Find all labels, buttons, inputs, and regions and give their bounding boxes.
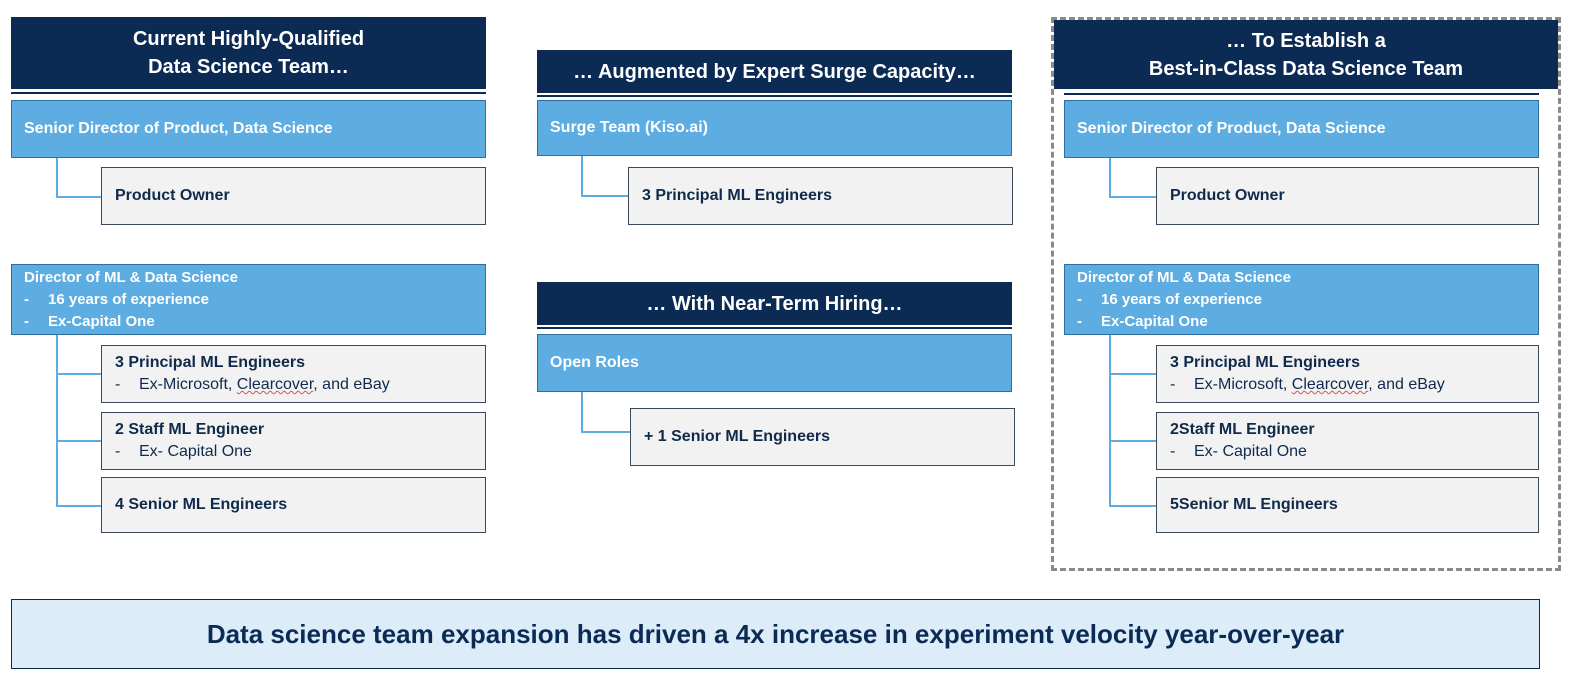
right-senior-title: 5Senior ML Engineers <box>1170 496 1338 513</box>
right-director-bullet-1: 16 years of experience <box>1101 290 1262 308</box>
left-header-line2: Data Science Team… <box>148 56 349 78</box>
bullet-marker: - <box>115 443 121 460</box>
summary-banner-text: Data science team expansion has driven a… <box>206 618 1345 649</box>
right-principal-sub-post: , and eBay <box>1368 376 1445 393</box>
left-header-line1: Current Highly-Qualified <box>132 28 365 50</box>
right-principal-sub-pre: Ex-Microsoft, <box>1194 376 1292 393</box>
right-connector-v1 <box>1109 158 1111 198</box>
right-connector-h1 <box>1109 196 1157 198</box>
open-roles-label: Open Roles <box>550 354 639 371</box>
right-product-owner-label: Product Owner <box>1170 187 1285 204</box>
bullet-marker: - <box>24 290 29 308</box>
surge-child-box: 3 Principal ML Engineers <box>628 167 1013 225</box>
middle-bottom-rule <box>537 327 1012 329</box>
surge-team-box: Surge Team (Kiso.ai) <box>537 100 1012 156</box>
open-child-label: + 1 Senior ML Engineers <box>644 428 830 445</box>
left-senior-box: 4 Senior ML Engineers <box>101 477 486 533</box>
right-senior-box: 5Senior ML Engineers <box>1156 477 1539 533</box>
target-team-dashed-frame <box>1051 17 1561 571</box>
left-principal-sub-post: , and eBay <box>313 376 390 393</box>
right-director-bullet-2: Ex-Capital One <box>1101 312 1208 330</box>
middle-top-header-label: … Augmented by Expert Surge Capacity… <box>573 60 976 83</box>
left-connector-v2 <box>56 335 58 507</box>
right-principal-title: 3 Principal ML Engineers <box>1170 354 1360 371</box>
left-principal-sub-mark: Clearcover <box>236 376 314 393</box>
right-principal-sub-mark: Clearcover <box>1291 376 1369 393</box>
left-connector-v1 <box>56 158 58 198</box>
open-roles-box: Open Roles <box>537 334 1012 392</box>
left-connector-h1 <box>56 196 102 198</box>
right-staff-sub: Ex- Capital One <box>1194 443 1307 460</box>
left-staff-box: 2 Staff ML Engineer - Ex- Capital One <box>101 412 486 470</box>
right-header-line2: Best-in-Class Data Science Team <box>1148 57 1464 80</box>
bullet-marker: - <box>1170 443 1176 460</box>
left-principal-sub-pre: Ex-Microsoft, <box>139 376 237 393</box>
left-director-box: Director of ML & Data Science - 16 years … <box>11 264 486 335</box>
left-header: Current Highly-Qualified Data Science Te… <box>11 17 486 89</box>
middle-top-rule <box>537 95 1012 97</box>
right-senior-director-box: Senior Director of Product, Data Science <box>1064 100 1539 158</box>
right-connector-h4 <box>1109 505 1157 507</box>
right-staff-title: 2Staff ML Engineer <box>1170 421 1315 438</box>
left-senior-director-box: Senior Director of Product, Data Science <box>11 100 486 158</box>
middle-connector-v2 <box>581 392 583 433</box>
right-product-owner-box: Product Owner <box>1156 167 1539 225</box>
right-connector-v2 <box>1109 335 1111 507</box>
summary-banner: Data science team expansion has driven a… <box>11 599 1540 669</box>
bullet-marker: - <box>1077 312 1082 330</box>
middle-connector-h2 <box>581 431 631 433</box>
bullet-marker: - <box>1077 290 1082 308</box>
middle-top-header: … Augmented by Expert Surge Capacity… <box>537 50 1012 93</box>
right-director-title: Director of ML & Data Science <box>1077 268 1291 286</box>
surge-team-label: Surge Team (Kiso.ai) <box>550 119 708 136</box>
right-staff-box: 2Staff ML Engineer - Ex- Capital One <box>1156 412 1539 470</box>
bullet-marker: - <box>1170 376 1176 393</box>
right-senior-director-label: Senior Director of Product, Data Science <box>1077 120 1386 137</box>
middle-bottom-header-label: … With Near-Term Hiring… <box>646 292 903 315</box>
middle-connector-v1 <box>581 156 583 197</box>
left-principal-title: 3 Principal ML Engineers <box>115 354 305 371</box>
right-connector-h3 <box>1109 440 1157 442</box>
left-staff-sub: Ex- Capital One <box>139 443 252 460</box>
middle-bottom-header: … With Near-Term Hiring… <box>537 282 1012 325</box>
left-director-bullet-2: Ex-Capital One <box>48 312 155 330</box>
right-director-box: Director of ML & Data Science - 16 years … <box>1064 264 1539 335</box>
right-connector-h2 <box>1109 373 1157 375</box>
left-staff-title: 2 Staff ML Engineer <box>115 421 265 438</box>
left-connector-h3 <box>56 440 102 442</box>
surge-child-label: 3 Principal ML Engineers <box>642 187 832 204</box>
left-senior-title: 4 Senior ML Engineers <box>115 496 288 513</box>
left-senior-director-label: Senior Director of Product, Data Science <box>24 120 333 137</box>
left-product-owner-label: Product Owner <box>115 187 230 204</box>
right-header-line1: … To Establish a <box>1226 29 1386 52</box>
bullet-marker: - <box>115 376 121 393</box>
right-header: … To Establish a Best-in-Class Data Scie… <box>1054 20 1558 89</box>
left-header-rule <box>11 92 486 94</box>
right-principal-box: 3 Principal ML Engineers -Ex-Microsoft, … <box>1156 345 1539 403</box>
left-principal-box: 3 Principal ML Engineers -Ex-Microsoft, … <box>101 345 486 403</box>
middle-connector-h1 <box>581 195 629 197</box>
left-director-title: Director of ML & Data Science <box>24 268 238 286</box>
left-connector-h4 <box>56 505 102 507</box>
open-child-box: + 1 Senior ML Engineers <box>630 408 1015 466</box>
right-header-rule <box>1064 93 1539 95</box>
left-product-owner-box: Product Owner <box>101 167 486 225</box>
bullet-marker: - <box>24 312 29 330</box>
left-director-bullet-1: 16 years of experience <box>48 290 209 308</box>
left-connector-h2 <box>56 373 102 375</box>
